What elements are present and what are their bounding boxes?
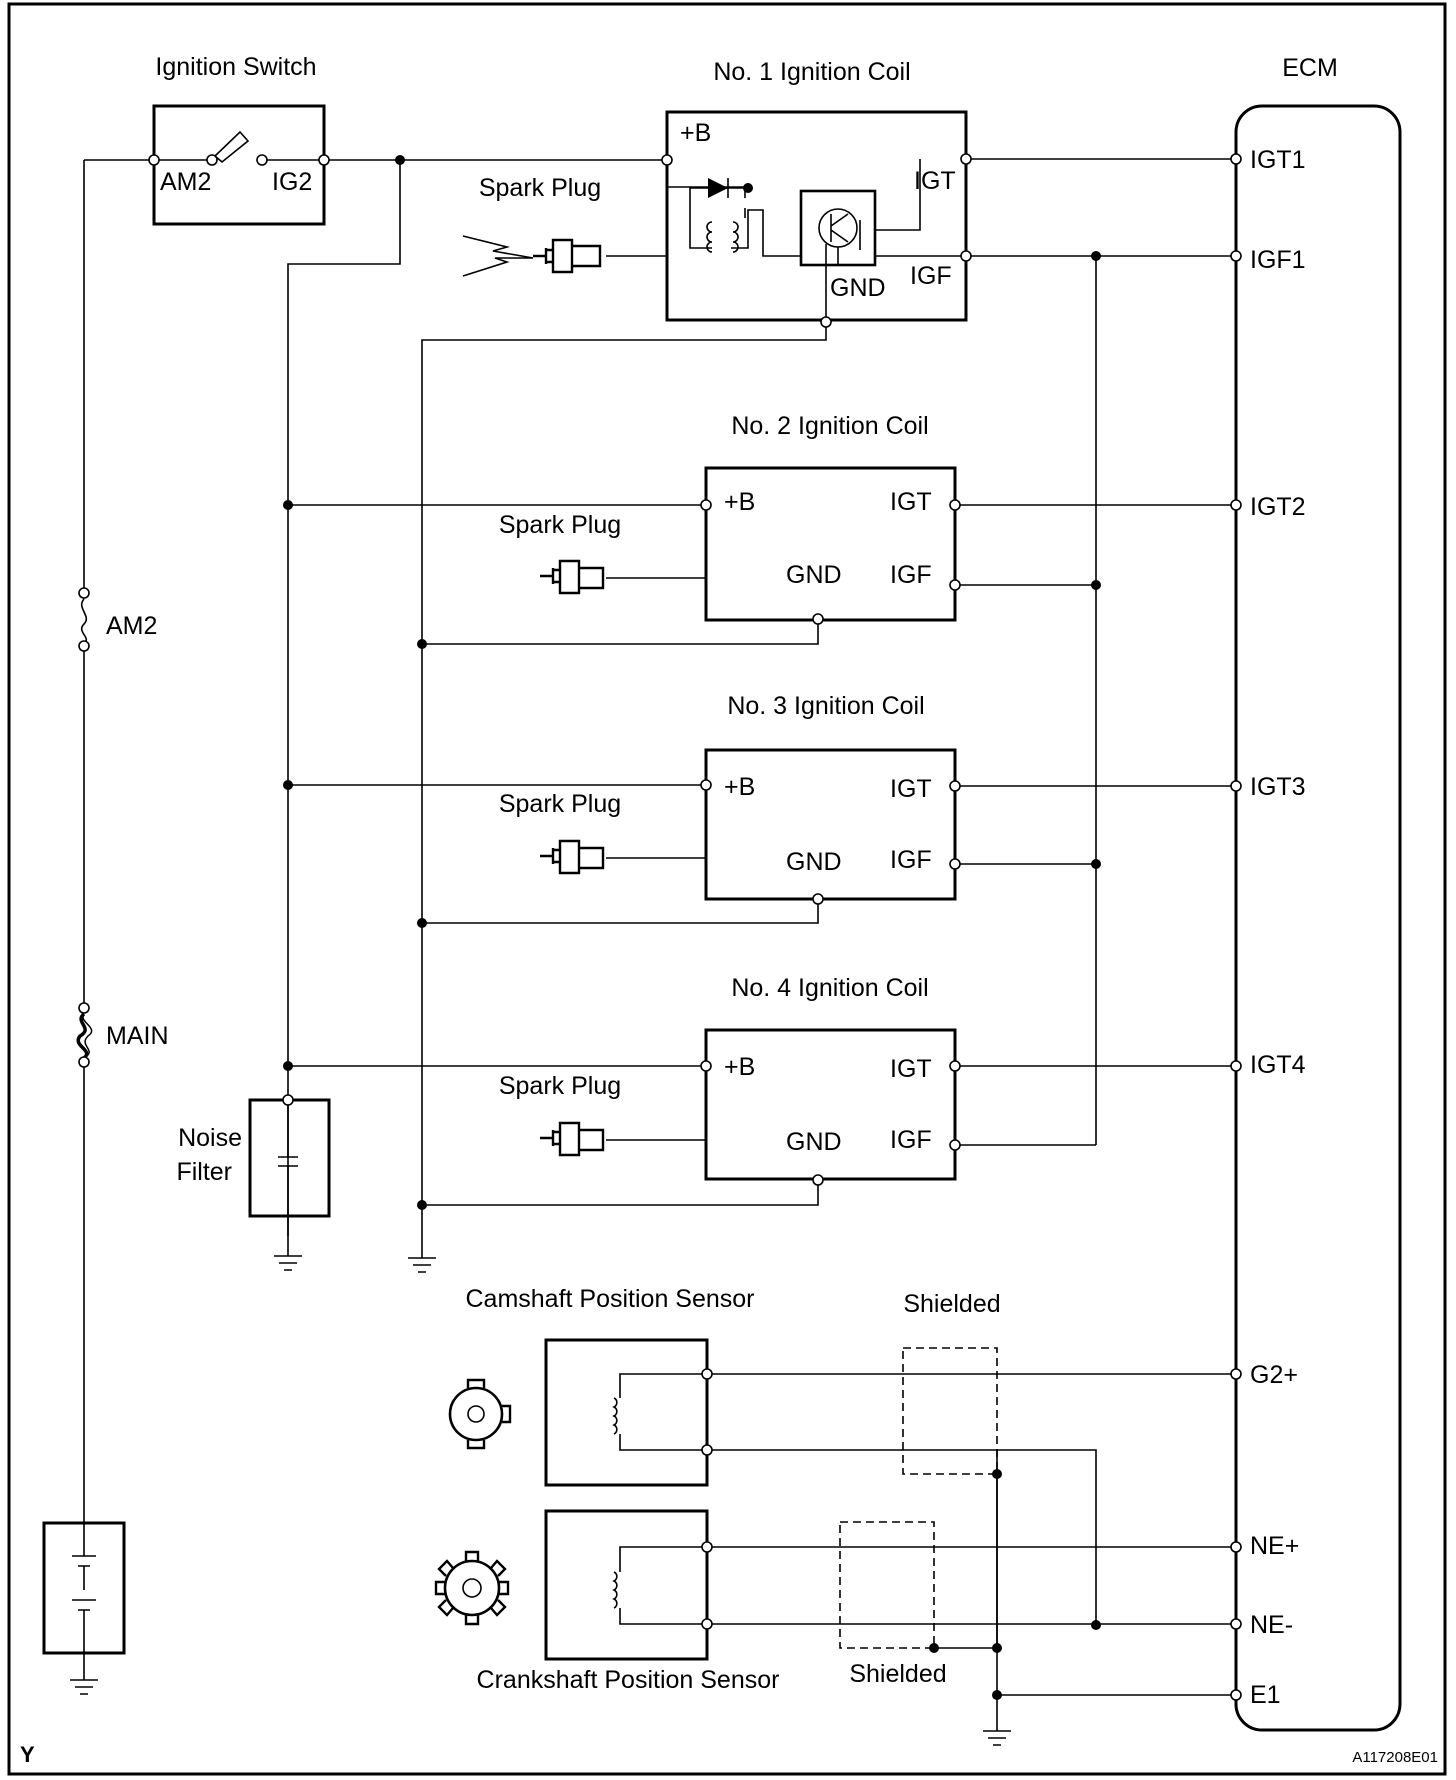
primary-winding-icon: [706, 221, 713, 253]
ecm-pin-g2plus: G2+: [1250, 1361, 1298, 1389]
coil-2-spark-plug-label: Spark Plug: [499, 511, 621, 539]
camshaft-timing-rotor-icon: [448, 1386, 504, 1442]
coil-3-title: No. 3 Ignition Coil: [727, 692, 924, 720]
coil-1-pin-b: +B: [680, 119, 711, 147]
ecm-box: [1234, 104, 1402, 1732]
ecm-pin-igt4: IGT4: [1250, 1051, 1306, 1079]
ecm-title: ECM: [1282, 54, 1338, 82]
camshaft-sensor-label: Camshaft Position Sensor: [465, 1285, 754, 1313]
ignition-switch-title: Ignition Switch: [155, 53, 316, 81]
wiring: [83, 158, 1236, 1731]
transistor-icon: [818, 208, 858, 248]
corner-mark-left: Y: [20, 1742, 35, 1767]
ecm-pin-igt3: IGT3: [1250, 773, 1306, 801]
coil-1-spark-plug-label: Spark Plug: [479, 174, 601, 202]
ignition-switch-pin-am2: AM2: [160, 168, 211, 196]
secondary-winding-icon: [732, 221, 739, 253]
spark-plug-2-icon: [540, 559, 605, 595]
ignition-coil-1: No. 1 Ignition Coil +B IGT IGF GND Spark…: [479, 58, 968, 322]
coil-1-box: [665, 110, 968, 322]
ecm-pin-neminus: NE-: [1250, 1611, 1293, 1639]
coil-3-pin-igt: IGT: [890, 775, 932, 803]
ecm-pin-neplus: NE+: [1250, 1532, 1299, 1560]
spark-icon: [462, 235, 534, 277]
ignition-coil-4: No. 4 Ignition Coil +B IGT IGF GND Spark…: [499, 974, 957, 1181]
shielded-label-top: Shielded: [903, 1290, 1000, 1318]
coil-3-box: [704, 748, 957, 901]
spark-plugs: [462, 235, 605, 1157]
diagram-frame: [7, 2, 1447, 1776]
coil-2-box: [704, 466, 957, 622]
noise-filter: Noise Filter: [176, 1098, 331, 1236]
coil-3-pin-b: +B: [724, 773, 755, 801]
coil-4-box: [704, 1028, 957, 1181]
coil-2-pin-igt: IGT: [890, 488, 932, 516]
grounds: [70, 1236, 1011, 1746]
camshaft-sensor-box: [544, 1338, 709, 1487]
ecm-pin-igf1: IGF1: [1250, 246, 1306, 274]
ignition-switch-box: [152, 104, 326, 226]
ecm-pin-igt1: IGT1: [1250, 146, 1306, 174]
ignition-coil-3: No. 3 Ignition Coil +B IGT IGF GND Spark…: [499, 692, 957, 901]
coil-4-pin-gnd: GND: [786, 1128, 842, 1156]
spark-plug-3-icon: [540, 839, 605, 875]
coil-2-pin-gnd: GND: [786, 561, 842, 589]
coil-4-pin-b: +B: [724, 1053, 755, 1081]
switch-lever-icon: [213, 130, 250, 164]
crankshaft-pickup-coil-icon: [612, 1571, 618, 1609]
ignition-switch: Ignition Switch AM2 IG2: [152, 53, 326, 226]
crankshaft-sensor-label: Crankshaft Position Sensor: [477, 1666, 780, 1694]
fuse-am2-icon: [80, 598, 88, 644]
camshaft-pickup-coil-icon: [612, 1397, 618, 1435]
coil-2-pin-igf: IGF: [890, 561, 932, 589]
coil-4-spark-plug-label: Spark Plug: [499, 1072, 621, 1100]
shielded-label-bottom: Shielded: [849, 1660, 946, 1688]
coil-4-pin-igt: IGT: [890, 1055, 932, 1083]
coil-2-title: No. 2 Ignition Coil: [731, 412, 928, 440]
shield-box-camshaft: [902, 1347, 998, 1475]
ignition-coil-2: No. 2 Ignition Coil +B IGT IGF GND Spark…: [499, 412, 957, 622]
shielded-wires: Shielded Shielded: [839, 1290, 1001, 1688]
ground-icon-coil-bus: [408, 1257, 436, 1273]
camshaft-position-sensor: Camshaft Position Sensor: [448, 1285, 755, 1487]
ground-icon-sensor-shield: [983, 1730, 1011, 1746]
crankshaft-timing-gear-icon: [434, 1550, 510, 1626]
spark-plug-1-icon: [462, 235, 602, 277]
fuse-main-icon: [76, 1012, 89, 1060]
noise-filter-label-1: Noise: [178, 1124, 242, 1152]
coil-4-title: No. 4 Ignition Coil: [731, 974, 928, 1002]
ground-icon-battery: [70, 1679, 98, 1695]
noise-filter-label-2: Filter: [176, 1158, 232, 1186]
fuse-main-label: MAIN: [106, 1022, 169, 1050]
coil-4-pin-igf: IGF: [890, 1126, 932, 1154]
ignition-switch-pin-ig2: IG2: [272, 168, 312, 196]
ecm-pin-igt2: IGT2: [1250, 493, 1306, 521]
ecm: ECM IGT1 IGF1 IGT2 IGT3 IGT4 G2+ NE+ NE-…: [1234, 54, 1402, 1732]
crankshaft-sensor-box: [544, 1509, 709, 1661]
coil-1-title: No. 1 Ignition Coil: [713, 58, 910, 86]
spark-plug-4-icon: [540, 1121, 605, 1157]
coil-1-pin-igf: IGF: [910, 262, 952, 290]
fuses: AM2 MAIN: [76, 598, 169, 1060]
connector-pins: [78, 153, 1242, 1701]
coil-2-pin-b: +B: [724, 488, 755, 516]
ground-icon-noise-filter: [274, 1236, 302, 1271]
crankshaft-position-sensor: Crankshaft Position Sensor: [434, 1509, 780, 1694]
coil-3-pin-gnd: GND: [786, 848, 842, 876]
figure-id: A117208E01: [1352, 1749, 1438, 1766]
coil-1-pin-igt: IGT: [914, 167, 956, 195]
ecm-pin-e1: E1: [1250, 1681, 1281, 1709]
fuse-am2-label: AM2: [106, 612, 157, 640]
coil-3-pin-igf: IGF: [890, 846, 932, 874]
junction-dots: [283, 155, 1101, 1700]
coil-1-pin-gnd: GND: [830, 274, 886, 302]
coil-3-spark-plug-label: Spark Plug: [499, 790, 621, 818]
shield-box-crankshaft: [839, 1521, 935, 1649]
noise-filter-box: [248, 1098, 331, 1218]
battery-cell-icon: [72, 1523, 96, 1653]
capacitor-icon: [278, 1100, 298, 1236]
battery: [42, 1521, 126, 1655]
